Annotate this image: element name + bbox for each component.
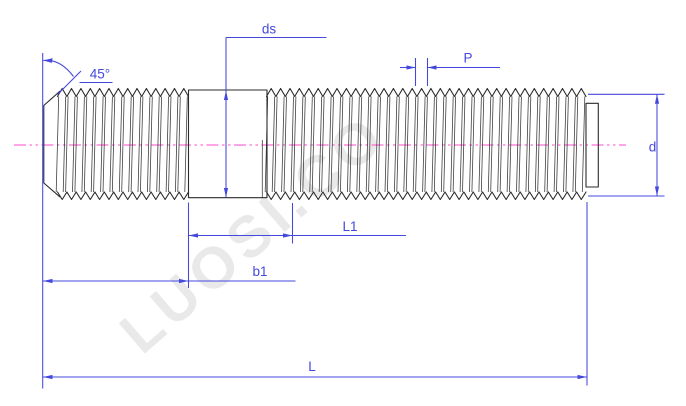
ds-arrow-down xyxy=(223,188,229,198)
stud-outline xyxy=(43,87,599,201)
angle-arc xyxy=(43,59,74,77)
right-end-tip xyxy=(585,102,599,188)
l-arrow-right xyxy=(577,374,587,380)
thread-sections xyxy=(55,87,587,201)
label-l1: L1 xyxy=(342,219,357,234)
chamfer-extension-line xyxy=(57,70,82,95)
b1-arrow-left xyxy=(43,278,53,284)
dimension-shank-diameter: ds xyxy=(223,22,327,198)
dimension-thread-pitch: P xyxy=(400,51,500,86)
b1-arrow-right xyxy=(179,278,189,284)
shank xyxy=(187,89,268,199)
left-chamfer-end xyxy=(43,90,61,198)
l-arrow-left xyxy=(43,374,53,380)
d-arrow-down xyxy=(654,186,660,196)
l1-arrow-right xyxy=(283,233,293,238)
dimension-chamfer-angle: 45° xyxy=(42,53,113,389)
thread-flank-lines xyxy=(55,96,586,193)
ds-arrow-up xyxy=(223,90,229,100)
angle-arc-arrowhead xyxy=(43,58,53,63)
label-overall-length: L xyxy=(308,359,316,374)
label-thread-pitch: P xyxy=(463,51,472,66)
label-major-diameter: d xyxy=(649,140,657,155)
p-arrow-left xyxy=(406,65,416,70)
thread-crest-profile xyxy=(56,87,587,201)
label-chamfer-angle: 45° xyxy=(90,67,110,82)
dimension-l1: L1 xyxy=(187,202,406,288)
l1-arrow-left xyxy=(188,233,198,238)
dimension-overall-length: L xyxy=(43,202,588,386)
dimension-b1: b1 xyxy=(43,264,296,284)
label-shank-diameter: ds xyxy=(262,22,277,37)
dimension-major-diameter: d xyxy=(588,93,665,197)
p-arrow-right xyxy=(427,65,437,70)
d-arrow-up xyxy=(654,94,660,104)
label-b1: b1 xyxy=(252,264,267,279)
